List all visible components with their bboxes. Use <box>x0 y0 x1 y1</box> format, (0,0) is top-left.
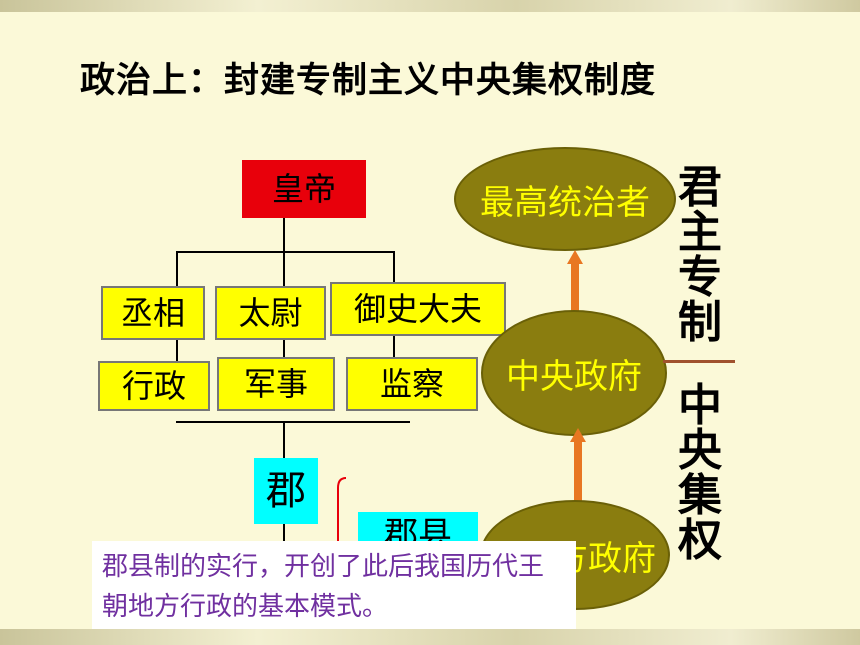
military-affairs-label: 军事 <box>243 365 308 403</box>
emperor-label: 皇帝 <box>271 170 336 208</box>
officials-branch-line <box>176 251 395 253</box>
slide-title: 政治上：封建专制主义中央集权制度 <box>80 61 657 101</box>
chancellor-to-duty <box>176 339 178 363</box>
censor-label: 御史大夫 <box>353 290 482 328</box>
military-to-duty <box>283 339 285 359</box>
administration-label: 行政 <box>121 367 186 405</box>
supervision-box: 监察 <box>346 357 478 411</box>
branch-to-censor <box>393 251 395 283</box>
supreme-ruler-oval: 最高统治者 <box>454 147 676 251</box>
military-chief-box: 太尉 <box>215 286 326 340</box>
supervision-label: 监察 <box>379 365 444 403</box>
supreme-ruler-label: 最高统治者 <box>480 182 650 223</box>
arrow-up-upper <box>567 250 583 314</box>
autocracy-vertical-label: 君主专制 <box>678 162 722 348</box>
local-branch-line <box>176 421 410 423</box>
top-decorative-stripe <box>0 0 860 12</box>
branch-to-military <box>283 251 285 287</box>
branch-to-chancellor <box>176 251 178 287</box>
central-government-label: 中央政府 <box>506 356 642 397</box>
commandery-stem-line <box>283 524 285 544</box>
commandery-box: 郡 <box>254 458 318 524</box>
arrow-up-lower <box>570 428 586 504</box>
military-affairs-box: 军事 <box>217 357 335 411</box>
side-divider-line <box>663 360 735 363</box>
commandery-note: 郡县制的实行，开创了此后我国历代王朝地方行政的基本模式。 <box>92 541 576 629</box>
censor-to-duty <box>393 333 395 359</box>
local-bracket <box>337 477 347 556</box>
military-chief-label: 太尉 <box>238 294 303 332</box>
emperor-stem-line <box>283 218 285 252</box>
chancellor-box: 丞相 <box>101 286 205 340</box>
censor-box: 御史大夫 <box>330 282 506 336</box>
administration-box: 行政 <box>98 361 210 411</box>
commandery-label: 郡 <box>266 468 306 514</box>
central-government-oval: 中央政府 <box>481 310 667 436</box>
centralization-vertical-label: 中央集权 <box>678 380 722 566</box>
emperor-box: 皇帝 <box>242 160 366 218</box>
chancellor-label: 丞相 <box>120 294 185 332</box>
local-stem-line <box>283 421 285 459</box>
bottom-decorative-stripe <box>0 629 860 645</box>
